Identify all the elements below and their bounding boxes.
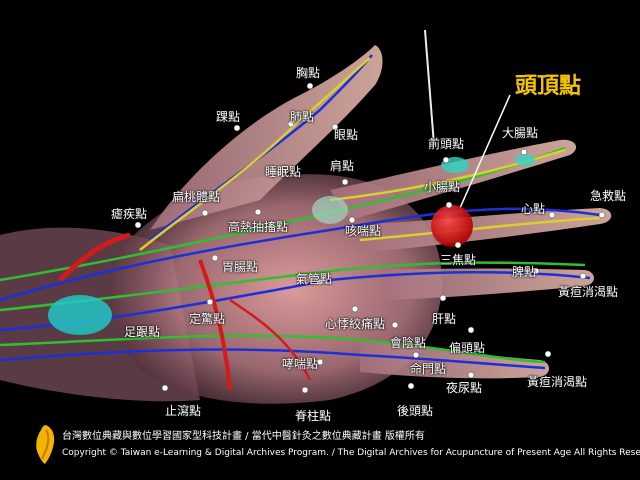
highlight-label: 頭頂點: [515, 74, 582, 99]
point-label: 肺點: [290, 110, 315, 124]
point-label: 胸點: [296, 66, 321, 80]
point-label: 三焦點: [440, 253, 477, 267]
middle-finger-shape: [360, 208, 612, 252]
point-label: 脊柱點: [295, 409, 332, 423]
point-label: 黃疸消渴點: [558, 285, 619, 299]
point-label: 足跟點: [124, 325, 161, 339]
point-label: 黃疸消渴點: [527, 375, 588, 389]
taiwan-logo-icon: [36, 425, 55, 464]
needle: [424, 29, 435, 146]
point-label: 高熱抽搐點: [228, 220, 289, 234]
point-label: 睡眠點: [265, 165, 302, 179]
ring-finger-shape: [380, 268, 594, 300]
callout-line: [459, 94, 511, 209]
little-finger-shape: [360, 340, 549, 379]
point-label: 踝點: [216, 110, 241, 124]
point-label: 命門點: [410, 362, 447, 376]
point-label: 後頭點: [397, 404, 434, 418]
point-label: 急救點: [590, 189, 627, 203]
thumb-shape: [150, 45, 383, 230]
tendons: [48, 154, 535, 335]
point-label: 小腸點: [424, 180, 461, 194]
point-label: 咳喘點: [345, 224, 382, 238]
point-label: 胃腸點: [222, 260, 259, 274]
point-label: 哮喘點: [282, 357, 319, 371]
point-label: 大腸點: [502, 126, 539, 140]
point-label: 肝點: [432, 312, 457, 326]
point-label: 氣管點: [296, 272, 333, 286]
point-label: 心點: [521, 202, 546, 216]
point-label: 前頭點: [428, 137, 465, 151]
point-label: 眼點: [334, 128, 359, 142]
point-label: 瘧疾點: [111, 207, 148, 221]
point-label: 夜尿點: [446, 381, 483, 395]
point-label: 脾點: [512, 265, 537, 279]
credit-zh: 台灣數位典藏與數位學習國家型科技計畫 / 當代中醫針灸之數位典藏計畫 版權所有: [62, 431, 425, 442]
point-label: 會陰點: [390, 336, 427, 350]
highlight-marker: [431, 205, 473, 247]
point-label: 止瀉點: [165, 404, 202, 418]
point-dots: [134, 82, 606, 394]
point-label: 心悸絞痛點: [325, 317, 386, 331]
point-label: 偏頭點: [449, 341, 486, 355]
point-label: 扁桃體點: [172, 190, 221, 204]
credit-en: Copyright © Taiwan e-Learning & Digital …: [62, 448, 640, 458]
point-label: 肩點: [330, 159, 355, 173]
point-label: 定驚點: [189, 312, 226, 326]
